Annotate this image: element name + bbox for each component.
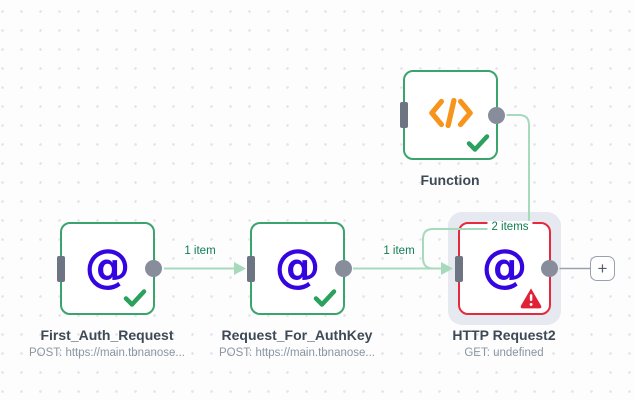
node-label-http-request2: HTTP Request2 GET: undefined [452,327,555,359]
node-title: Request_For_AuthKey [221,327,373,343]
code-right-bracket [457,98,473,128]
at-sign-icon: @ [481,238,528,293]
code-slash [444,97,457,129]
output-endpoint[interactable] [145,260,162,277]
warning-exclamation-bar [529,294,533,302]
check-stroke [313,289,337,307]
node-subtitle: GET: undefined [464,347,544,359]
error-warning-icon [520,288,542,309]
input-endpoint[interactable] [57,255,65,282]
check-stroke [123,289,147,307]
node-title: HTTP Request2 [452,327,556,343]
warning-exclamation-dot [529,302,533,306]
output-endpoint[interactable] [541,260,558,277]
success-check-icon [313,289,337,307]
success-check-icon [466,134,490,152]
input-endpoint[interactable] [247,255,255,282]
node-http-request2[interactable]: @ [455,222,558,315]
at-sign-icon: @ [84,238,131,293]
code-brackets-icon [428,97,473,129]
at-sign-icon: @ [274,238,321,293]
add-node-button[interactable]: + [590,256,615,281]
output-endpoint[interactable] [335,260,352,277]
node-request-for-authkey[interactable]: @ [247,222,352,315]
node-label-request-for-authkey: Request_For_AuthKey POST: https://main.t… [219,327,375,359]
input-endpoint[interactable] [400,102,408,128]
input-endpoint[interactable] [455,255,463,282]
connection-items-label: 1 item [383,245,415,257]
code-left-bracket [428,98,444,128]
node-subtitle: POST: https://main.tbnanose... [219,347,375,359]
plus-icon: + [597,259,608,278]
node-function[interactable] [400,70,505,160]
connection-items-label: 2 items [487,221,533,233]
check-stroke [466,134,490,152]
node-title: Function [420,172,480,188]
node-label-first-auth-request: First_Auth_Request POST: https://main.tb… [29,327,185,359]
success-check-icon [123,289,147,307]
arrowhead-authkey-input-icon [234,262,246,275]
node-first-auth-request[interactable]: @ [57,222,162,315]
node-subtitle: POST: https://main.tbnanose... [29,347,185,359]
output-endpoint[interactable] [488,106,505,124]
node-title: First_Auth_Request [40,327,174,343]
node-label-function: Function [420,172,479,188]
connection-items-label: 1 item [184,245,216,257]
